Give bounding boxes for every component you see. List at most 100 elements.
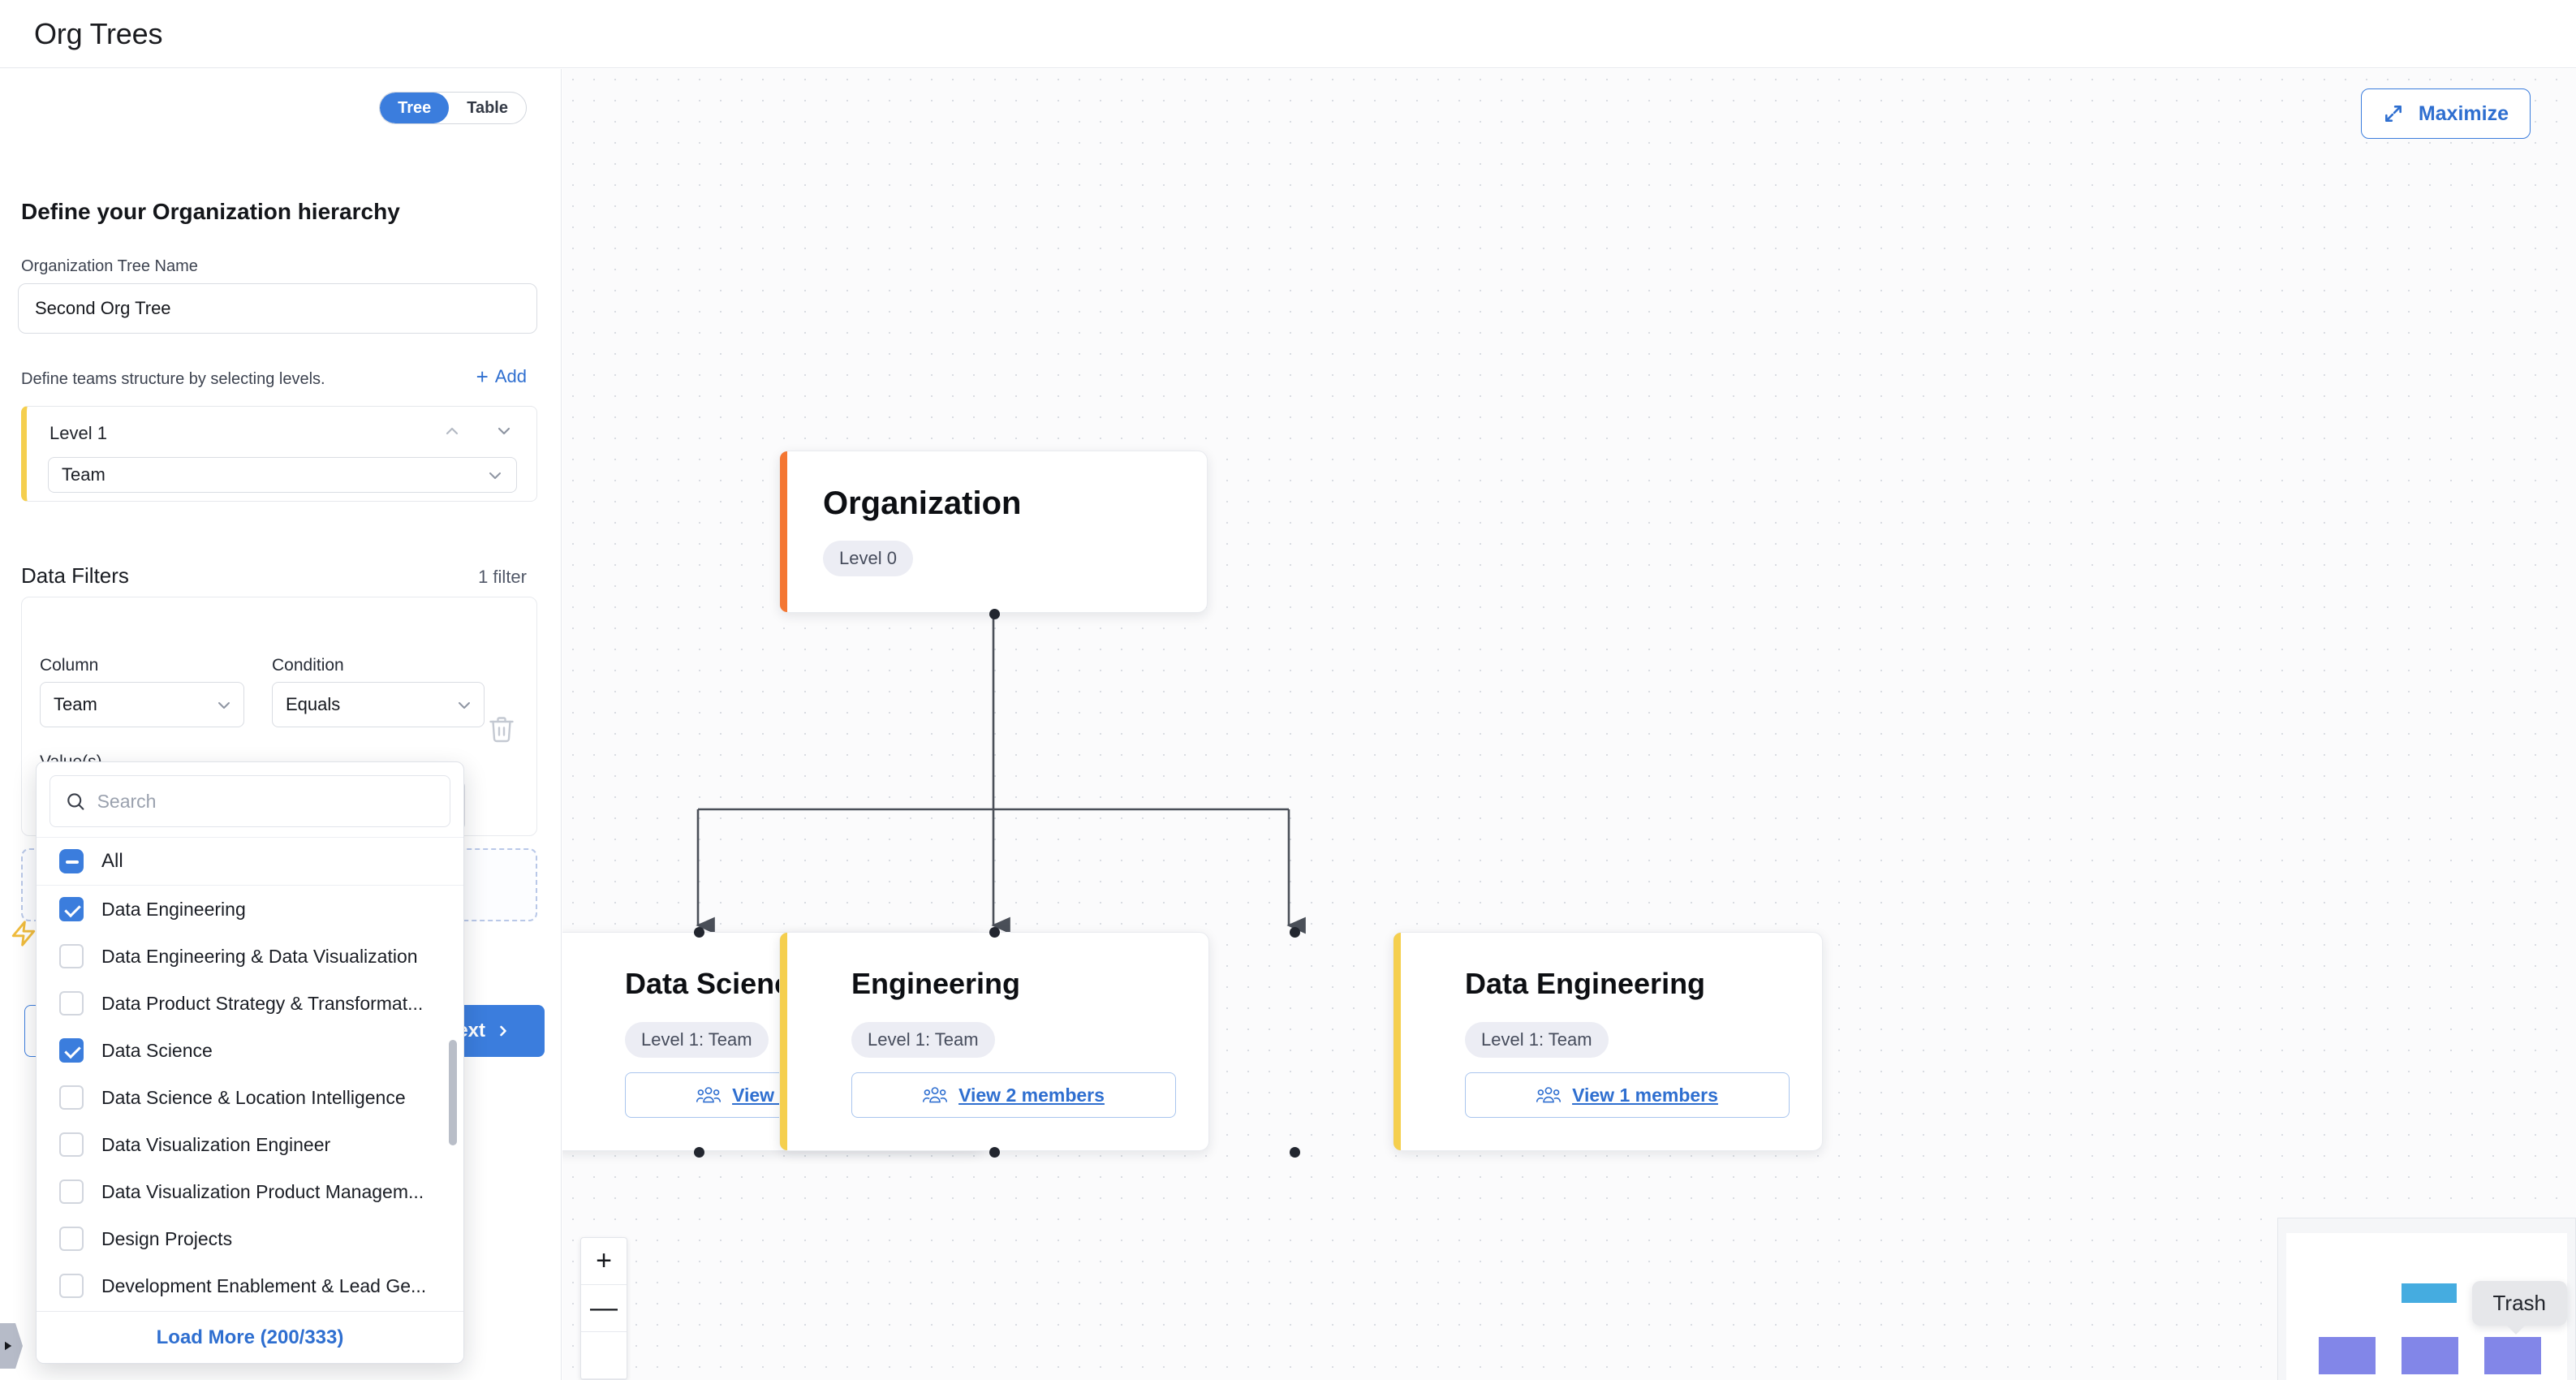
dropdown-option-row[interactable]: Data Visualization Engineer [37, 1121, 463, 1168]
tab-tree[interactable]: Tree [380, 93, 450, 123]
option-checkbox[interactable] [59, 1227, 84, 1251]
zoom-fit-button[interactable] [581, 1332, 627, 1379]
minimap[interactable]: Trash [2277, 1218, 2576, 1380]
view-members-label: View 2 members [958, 1084, 1105, 1106]
select-all-row[interactable]: All [37, 837, 463, 886]
search-icon [67, 793, 84, 810]
add-level-label: Add [494, 366, 527, 386]
select-all-label: All [101, 850, 123, 872]
tree-name-input[interactable] [18, 283, 537, 334]
chevron-up-icon[interactable] [442, 421, 462, 441]
node-accent-bar [780, 933, 787, 1150]
tab-table[interactable]: Table [449, 93, 526, 123]
org-node-data-engineering[interactable]: Data Engineering Level 1: Team View 1 me… [1290, 927, 1823, 1158]
node-level-badge: Level 1: Team [851, 1022, 995, 1058]
option-checkbox[interactable] [59, 1038, 84, 1063]
top-header-bar: Org Trees [0, 0, 2576, 68]
option-checkbox[interactable] [59, 1179, 84, 1204]
filter-column-select[interactable]: Team [40, 682, 244, 727]
level-type-select[interactable]: Team [48, 457, 517, 493]
org-chart-canvas[interactable]: Maximize Organization Level 0 Data [562, 69, 2576, 1380]
dropdown-option-row[interactable]: Data Engineering & Data Visualization [37, 933, 463, 980]
members-icon [696, 1087, 722, 1103]
select-all-checkbox[interactable] [59, 849, 84, 873]
members-icon [1536, 1087, 1562, 1103]
search-input[interactable] [97, 790, 435, 813]
option-label: Data Science [101, 1039, 213, 1061]
zoom-in-button[interactable]: + [581, 1238, 627, 1285]
trash-icon [489, 717, 514, 743]
dropdown-option-row[interactable]: Data Science [37, 1027, 463, 1074]
minimap-node-child [2402, 1337, 2458, 1374]
dropdown-option-row[interactable]: Data Engineering [37, 886, 463, 933]
chevron-right-icon [500, 1025, 506, 1037]
level-title: Level 1 [50, 423, 107, 443]
option-label: Design Projects [101, 1227, 233, 1249]
page-title: Org Trees [34, 16, 163, 50]
view-members-button[interactable]: View 2 members [851, 1072, 1176, 1118]
node-port-top [694, 927, 704, 938]
option-checkbox[interactable] [59, 1132, 84, 1157]
minimap-node-root [2402, 1283, 2457, 1303]
node-port-bottom [1290, 1147, 1300, 1158]
option-label: Data Product Strategy & Transformat... [101, 992, 424, 1014]
option-checkbox[interactable] [59, 1085, 84, 1110]
level-card: Level 1 Team [21, 406, 537, 502]
filter-count-label: 1 filter [478, 567, 527, 587]
option-label: Data Science & Location Intelligence [101, 1086, 406, 1108]
node-level-badge: Level 1: Team [1465, 1022, 1609, 1058]
dropdown-option-row[interactable]: Data Product Strategy & Transformat... [37, 980, 463, 1027]
delete-filter-button[interactable] [487, 714, 516, 744]
zoom-controls: + — [580, 1237, 627, 1380]
zoom-out-button[interactable]: — [581, 1285, 627, 1332]
node-title: Engineering [851, 967, 1021, 1000]
dropdown-option-row[interactable]: Data Visualization Product Managem... [37, 1168, 463, 1215]
maximize-button[interactable]: Maximize [2360, 88, 2531, 139]
org-node-root[interactable]: Organization Level 0 [779, 451, 1208, 619]
node-level-badge: Level 1: Team [625, 1022, 769, 1058]
level-reorder-controls [442, 421, 514, 441]
levels-description: Define teams structure by selecting leve… [21, 370, 325, 388]
lightning-icon [10, 917, 37, 950]
minimap-node-child [2484, 1337, 2541, 1374]
add-level-button[interactable]: + Add [476, 366, 527, 387]
node-port-bottom [989, 1147, 1000, 1158]
tree-name-label: Organization Tree Name [21, 257, 198, 275]
filter-column-value: Team [54, 694, 97, 714]
node-port-bottom [694, 1147, 704, 1158]
dropdown-option-row[interactable]: Data Science & Location Intelligence [37, 1074, 463, 1121]
option-label: Data Engineering & Data Visualization [101, 945, 418, 967]
node-title: Organization [823, 485, 1022, 521]
option-label: Data Visualization Product Managem... [101, 1180, 424, 1202]
search-field[interactable] [50, 775, 450, 827]
node-accent-bar [780, 451, 787, 612]
filter-condition-select[interactable]: Equals [272, 682, 485, 727]
option-label: Data Engineering [101, 898, 246, 920]
chevron-down-icon [489, 472, 501, 479]
option-checkbox[interactable] [59, 944, 84, 968]
chevron-down-icon[interactable] [494, 421, 514, 441]
maximize-label: Maximize [2418, 101, 2509, 125]
option-checkbox[interactable] [59, 991, 84, 1016]
members-icon [923, 1087, 948, 1103]
minimap-node-child [2319, 1337, 2376, 1374]
data-filters-title: Data Filters [21, 563, 129, 588]
view-members-button[interactable]: View 1 members [1465, 1072, 1790, 1118]
option-checkbox[interactable] [59, 897, 84, 921]
option-label: Development Enablement & Lead Ge... [101, 1274, 427, 1296]
dropdown-scrollbar-thumb[interactable] [449, 1040, 457, 1145]
view-members-label: View 1 members [1572, 1084, 1718, 1106]
chevron-down-icon [459, 702, 470, 709]
maximize-icon [2384, 106, 2402, 122]
dropdown-option-row[interactable]: Design Projects [37, 1215, 463, 1262]
load-more-button[interactable]: Load More (200/333) [37, 1311, 463, 1363]
panel-collapse-handle[interactable] [0, 1323, 23, 1369]
option-checkbox[interactable] [59, 1274, 84, 1298]
node-port-top [989, 927, 1000, 938]
node-title: Data Engineering [1465, 967, 1706, 1000]
org-node-engineering[interactable]: Engineering Level 1: Team View 2 members [779, 927, 1209, 1158]
dropdown-option-row[interactable]: Development Enablement & Lead Ge... [37, 1262, 463, 1309]
